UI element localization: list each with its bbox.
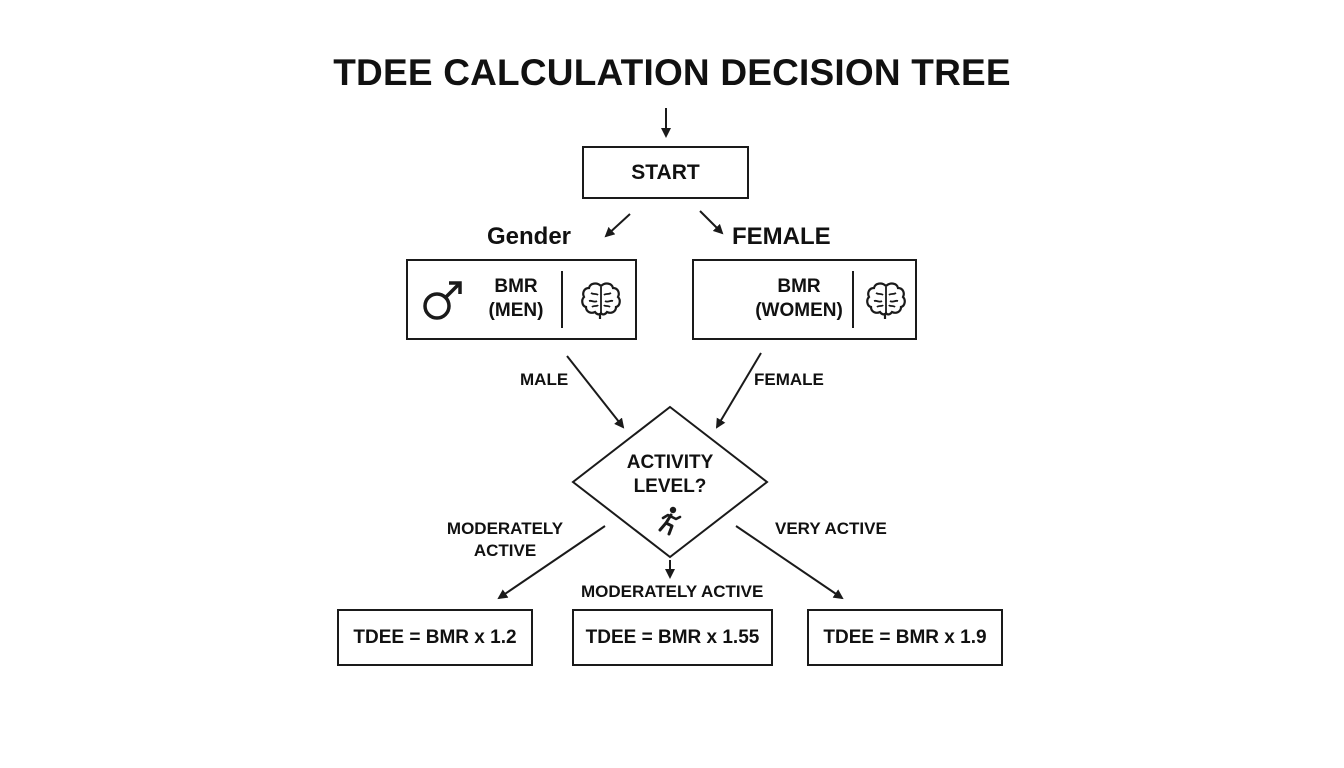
edge-label-moderately-line1: MODERATELY bbox=[446, 519, 564, 538]
branch-label-gender: Gender bbox=[487, 223, 572, 250]
edge-label-very-active: VERY ACTIVE bbox=[775, 519, 887, 538]
arrow-women-to-decision bbox=[715, 352, 762, 429]
decision-line1: ACTIVITY bbox=[626, 452, 714, 473]
start-node: START bbox=[582, 146, 749, 199]
result-node-center: TDEE = BMR x 1.55 bbox=[572, 609, 773, 666]
bmr-women-node: BMR (WOMEN) bbox=[692, 259, 917, 340]
branch-label-female: FEMALE bbox=[732, 223, 831, 250]
result-formula-right: TDEE = BMR x 1.9 bbox=[823, 626, 987, 648]
result-formula-left: TDEE = BMR x 1.2 bbox=[353, 626, 517, 648]
edge-label-moderately-active-left: MODERATELY ACTIVE bbox=[446, 518, 564, 562]
bmr-men-divider bbox=[561, 271, 563, 328]
edge-label-moderately-active-center: MODERATELY ACTIVE bbox=[581, 582, 764, 601]
bmr-men-line2: (MEN) bbox=[488, 300, 544, 321]
result-node-right: TDEE = BMR x 1.9 bbox=[807, 609, 1003, 666]
arrow-decision-to-right bbox=[735, 525, 844, 600]
brain-icon bbox=[866, 282, 906, 319]
arrow-start-to-gender bbox=[604, 213, 631, 238]
bmr-women-divider bbox=[852, 271, 854, 328]
arrow-men-to-decision bbox=[566, 355, 625, 429]
bmr-men-label: BMR (MEN) bbox=[464, 275, 568, 323]
arrow-start-to-female bbox=[699, 210, 724, 235]
brain-icon bbox=[581, 282, 621, 319]
bmr-men-line1: BMR bbox=[494, 276, 538, 297]
decision-diamond bbox=[571, 405, 769, 559]
edge-label-female: FEMALE bbox=[754, 370, 824, 389]
result-formula-center: TDEE = BMR x 1.55 bbox=[585, 626, 760, 648]
result-node-left: TDEE = BMR x 1.2 bbox=[337, 609, 533, 666]
bmr-women-line2: (WOMEN) bbox=[755, 300, 843, 321]
decision-line2: LEVEL? bbox=[633, 476, 707, 497]
bmr-women-label: BMR (WOMEN) bbox=[742, 275, 856, 323]
edge-label-moderately-line2: ACTIVE bbox=[473, 541, 537, 560]
start-label: START bbox=[631, 160, 700, 184]
bmr-women-line1: BMR bbox=[777, 276, 821, 297]
bmr-men-node: BMR (MEN) bbox=[406, 259, 637, 340]
male-symbol-icon bbox=[423, 281, 462, 320]
decision-label: ACTIVITY LEVEL? bbox=[605, 451, 735, 499]
arrow-decision-to-left bbox=[497, 525, 606, 600]
diagram-title: TDEE CALCULATION DECISION TREE bbox=[333, 52, 1011, 93]
running-person-icon bbox=[658, 506, 682, 536]
edge-label-male: MALE bbox=[520, 370, 569, 389]
